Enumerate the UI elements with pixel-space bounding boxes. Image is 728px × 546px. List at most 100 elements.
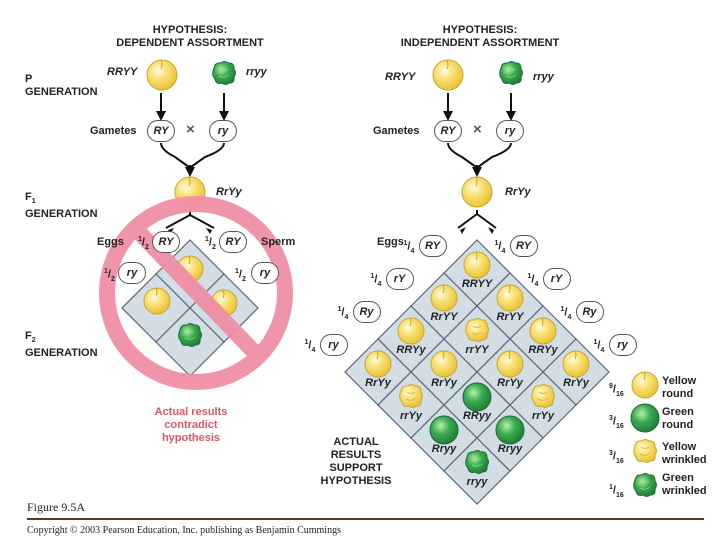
yellow-round-pea-icon <box>432 59 464 91</box>
yellow-round-pea-icon <box>397 317 425 345</box>
yellow-round-pea-icon <box>496 350 524 378</box>
fraction-label: 1/2 <box>138 236 149 251</box>
gametes-label: Gametes <box>373 125 420 137</box>
genotype-label: rrYY <box>465 344 489 356</box>
gamete-RY: RY <box>434 120 462 142</box>
sperm-gamete: Ry <box>575 300 604 323</box>
fraction-label: 1/4 <box>494 239 506 255</box>
yellow-round-pea-icon <box>496 284 524 312</box>
genotype-label: RrYy <box>365 377 391 389</box>
fraction-label: 1/2 <box>205 236 216 251</box>
fraction-label: 1/4 <box>304 338 316 354</box>
genotype-label: RRYY <box>461 278 493 290</box>
cross-symbol: × <box>186 121 195 138</box>
parent-genotype-right: rryy <box>533 71 554 83</box>
sperm-gamete: ry <box>608 333 637 356</box>
independent-title: HYPOTHESIS: INDEPENDENT ASSORTMENT <box>400 24 560 49</box>
dependent-result-note: Actual results contradict hypothesis <box>154 406 228 444</box>
genotype-label: RrYY <box>496 311 524 323</box>
sperm-label: Sperm <box>261 236 296 248</box>
green-wrinkled-pea-icon <box>633 473 657 497</box>
yellow-wrinkled-pea-icon <box>531 384 555 408</box>
copyright-line: Copyright © 2003 Pearson Education, Inc.… <box>27 525 341 536</box>
sperm-gamete: RY <box>509 234 538 257</box>
independent-section <box>344 59 610 505</box>
fraction-label: 1/2 <box>235 268 246 283</box>
parent-genotype-left: RRYY <box>385 71 416 83</box>
fraction-label: 1/4 <box>527 272 539 288</box>
dependent-section <box>99 59 293 390</box>
genotype-label: RrYy <box>497 377 523 389</box>
genotype-label: RRyy <box>462 410 492 422</box>
genotype-label: RRYy <box>528 344 558 356</box>
independent-punnett-grid <box>344 239 610 505</box>
genotype-label: RrYY <box>430 311 458 323</box>
green-round-pea-icon <box>630 403 660 433</box>
arrow <box>206 228 212 234</box>
f1-yellow-round-pea-icon <box>461 176 493 208</box>
parent-genotype-right: rryy <box>246 66 267 78</box>
egg-gamete: rY <box>385 267 414 290</box>
fraction-label: 1/4 <box>403 239 415 255</box>
fraction-label: 1/4 <box>337 305 349 321</box>
sperm-gamete-ry: ry <box>251 262 279 284</box>
sperm-gamete-RY: RY <box>219 231 247 253</box>
green-wrinkled-pea-icon <box>212 61 236 85</box>
legend-fraction: 1/16 <box>609 484 624 499</box>
f1-generation-label: F1 GENERATION <box>25 191 98 221</box>
legend-fraction: 9/16 <box>609 383 624 398</box>
p-generation-label: P GENERATION <box>25 73 98 98</box>
yellow-round-pea-icon <box>562 350 590 378</box>
genotype-label: RRYy <box>396 344 426 356</box>
dependent-title: HYPOTHESIS: DEPENDENT ASSORTMENT <box>116 24 264 49</box>
egg-gamete: RY <box>418 234 447 257</box>
yellow-round-pea-icon <box>146 59 178 91</box>
cross-symbol: × <box>473 121 482 138</box>
green-wrinkled-pea-icon <box>499 61 523 85</box>
yellow-round-pea-icon <box>631 371 659 399</box>
gamete-ry: ry <box>496 120 524 142</box>
genotype-label: rryy <box>466 476 488 488</box>
yellow-round-pea-icon <box>143 287 171 315</box>
legend-icons <box>630 371 660 497</box>
yellow-round-pea-icon <box>430 284 458 312</box>
yellow-wrinkled-pea-icon <box>399 384 423 408</box>
yellow-round-pea-icon <box>463 251 491 279</box>
yellow-round-pea-icon <box>430 350 458 378</box>
genotype-label: rrYy <box>531 410 555 422</box>
independent-result-note: ACTUAL RESULTS SUPPORT HYPOTHESIS <box>320 436 392 487</box>
yellow-wrinkled-pea-icon <box>465 318 489 342</box>
green-wrinkled-pea-icon <box>178 323 202 347</box>
genotype-label: RrYy <box>563 377 589 389</box>
fraction-label: 1/4 <box>560 305 572 321</box>
green-round-pea-icon <box>462 382 492 412</box>
genotype-label: RrYy <box>431 377 457 389</box>
egg-gamete: Ry <box>352 300 381 323</box>
egg-gamete: ry <box>319 333 348 356</box>
f2-generation-label: F2 GENERATION <box>25 330 98 360</box>
eggs-label: Eggs <box>97 236 124 248</box>
gamete-ry: ry <box>209 120 237 142</box>
fraction-label: 1/4 <box>370 272 382 288</box>
join-lines <box>447 142 512 168</box>
arrow <box>488 227 494 234</box>
egg-gamete-RY: RY <box>152 231 180 253</box>
genotype-label: Rryy <box>497 443 523 455</box>
fraction-label: 1/4 <box>593 338 605 354</box>
gamete-RY: RY <box>147 120 175 142</box>
f1-genotype: RrYy <box>505 186 531 198</box>
legend-fraction: 3/16 <box>609 450 624 465</box>
f1-genotype: RrYy <box>216 186 242 198</box>
parent-genotype-left: RRYY <box>107 66 138 78</box>
egg-gamete-ry: ry <box>118 262 146 284</box>
yellow-wrinkled-pea-icon <box>633 439 657 463</box>
green-wrinkled-pea-icon <box>465 450 489 474</box>
green-round-pea-icon <box>495 415 525 445</box>
legend-fraction: 3/16 <box>609 415 624 430</box>
join-lines <box>160 142 225 168</box>
genotype-label: rrYy <box>399 410 423 422</box>
